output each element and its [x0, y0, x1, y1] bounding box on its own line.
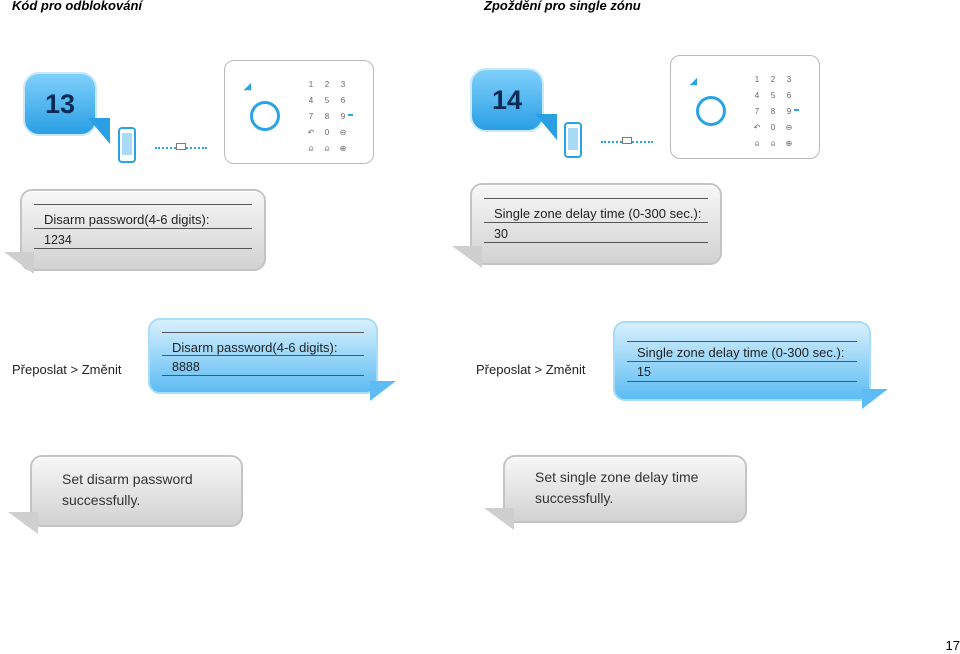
rule	[162, 375, 364, 376]
reply-value: 8888	[172, 360, 200, 374]
rule	[627, 381, 857, 382]
command-code-bubble: 13	[23, 72, 97, 136]
bubble-tail	[8, 512, 38, 534]
bubble-tail	[484, 508, 514, 530]
rule	[627, 361, 857, 362]
section-heading-left: Kód pro odblokování	[12, 0, 142, 13]
request-bubble: Disarm password(4-6 digits): 1234	[20, 189, 266, 271]
request-bubble: Single zone delay time (0-300 sec.): 30	[470, 183, 722, 265]
rule	[484, 242, 708, 243]
phone-icon	[564, 122, 582, 158]
reply-value: 15	[637, 365, 651, 379]
rule	[484, 198, 708, 199]
request-label: Single zone delay time (0-300 sec.):	[494, 206, 702, 221]
status-dash	[794, 109, 799, 111]
confirmation-text: Set disarm password successfully.	[62, 471, 193, 508]
reply-label: Single zone delay time (0-300 sec.):	[637, 345, 845, 360]
reply-bubble: Single zone delay time (0-300 sec.): 15	[613, 321, 871, 401]
rule	[34, 228, 252, 229]
rule	[34, 204, 252, 205]
signal-icon: ◢	[244, 81, 251, 91]
rule	[34, 248, 252, 249]
rule	[627, 341, 857, 342]
request-value: 30	[494, 227, 508, 241]
rule	[162, 355, 364, 356]
rule	[162, 332, 364, 333]
page-number: 17	[945, 638, 960, 653]
bubble-tail	[88, 118, 110, 144]
forward-edit-instruction: Přeposlat > Změnit	[12, 362, 122, 377]
signal-icon: ◢	[690, 76, 697, 86]
bubble-tail	[370, 381, 396, 401]
envelope-icon	[176, 143, 186, 150]
request-value: 1234	[44, 233, 72, 247]
rule	[484, 222, 708, 223]
section-heading-right: Zpoždění pro single zónu	[484, 0, 641, 13]
confirmation-text: Set single zone delay time successfully.	[535, 469, 699, 506]
command-code-bubble: 14	[470, 68, 544, 132]
power-ring-icon	[250, 101, 280, 131]
envelope-icon	[622, 137, 632, 144]
request-label: Disarm password(4-6 digits):	[44, 212, 210, 227]
status-dash	[348, 114, 353, 116]
forward-edit-instruction: Přeposlat > Změnit	[476, 362, 586, 377]
confirmation-bubble: Set disarm password successfully.	[30, 455, 243, 527]
bubble-tail	[4, 252, 34, 274]
bubble-tail	[862, 389, 888, 409]
bubble-tail	[452, 246, 482, 268]
confirmation-bubble: Set single zone delay time successfully.	[503, 455, 747, 523]
power-ring-icon	[696, 96, 726, 126]
reply-bubble: Disarm password(4-6 digits): 8888	[148, 318, 378, 394]
bubble-tail	[535, 114, 557, 140]
phone-icon	[118, 127, 136, 163]
reply-label: Disarm password(4-6 digits):	[172, 340, 338, 355]
